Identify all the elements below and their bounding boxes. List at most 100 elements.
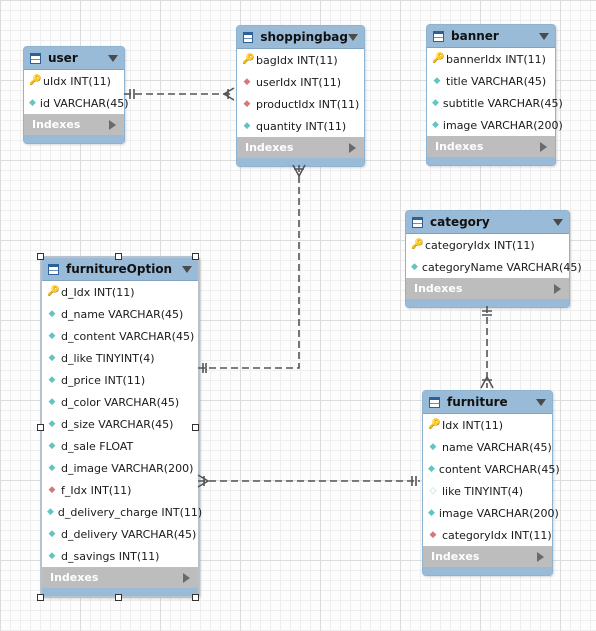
resize-handle[interactable]: [192, 253, 199, 260]
indexes-section[interactable]: Indexes: [24, 114, 124, 135]
table-shoppingbag[interactable]: shoppingbag🔑bagIdx INT(11)◆userIdx INT(1…: [236, 25, 365, 167]
expand-arrow-icon[interactable]: [183, 572, 190, 583]
column-row[interactable]: ◆subtitle VARCHAR(45): [427, 92, 563, 114]
indexes-section[interactable]: Indexes: [427, 136, 555, 157]
resize-handle[interactable]: [192, 594, 199, 601]
column-row[interactable]: ◆d_name VARCHAR(45): [42, 303, 198, 325]
column-row[interactable]: ◆d_color VARCHAR(45): [42, 391, 198, 413]
resize-handle[interactable]: [37, 253, 44, 260]
table-header[interactable]: furnitureOption: [42, 258, 198, 281]
column-label: d_content VARCHAR(45): [61, 329, 195, 343]
expand-arrow-icon[interactable]: [349, 142, 356, 153]
expand-arrow-icon[interactable]: [554, 283, 561, 294]
resize-handle[interactable]: [37, 594, 44, 601]
table-title: furnitureOption: [66, 262, 173, 276]
table-title: category: [430, 215, 490, 229]
indexes-section[interactable]: Indexes: [423, 546, 552, 567]
resize-handle[interactable]: [115, 594, 122, 601]
column-label: quantity INT(11): [256, 119, 347, 133]
column-label: name VARCHAR(45): [442, 440, 552, 454]
column-row[interactable]: ◆image VARCHAR(200): [423, 502, 559, 524]
column-label: d_Idx INT(11): [61, 285, 135, 299]
column-row[interactable]: ◆categoryName VARCHAR(45): [406, 256, 582, 278]
column-row[interactable]: ◆d_sale FLOAT: [42, 435, 198, 457]
expand-arrow-icon[interactable]: [109, 119, 116, 130]
column-icon: ◆: [48, 353, 56, 363]
column-row[interactable]: ◆f_Idx INT(11): [42, 479, 198, 501]
collapse-arrow-icon[interactable]: [553, 218, 563, 226]
column-icon: ◆: [48, 529, 56, 539]
table-header[interactable]: banner: [427, 25, 555, 48]
primary-key-icon: 🔑: [242, 54, 255, 65]
indexes-section[interactable]: Indexes: [42, 567, 198, 588]
collapse-arrow-icon[interactable]: [108, 54, 118, 62]
column-row[interactable]: ◆d_image VARCHAR(200): [42, 457, 198, 479]
primary-key-icon: 🔑: [432, 53, 445, 64]
indexes-section[interactable]: Indexes: [237, 137, 364, 158]
indexes-section[interactable]: Indexes: [406, 278, 569, 299]
expand-arrow-icon[interactable]: [540, 141, 547, 152]
primary-key-icon: 🔑: [411, 239, 424, 250]
collapse-arrow-icon[interactable]: [348, 33, 358, 41]
column-row[interactable]: 🔑Idx INT(11): [423, 414, 552, 436]
resize-handle[interactable]: [37, 424, 44, 431]
foreign-key-icon: ◆: [429, 530, 437, 540]
column-label: title VARCHAR(45): [446, 74, 547, 88]
table-furniture[interactable]: furniture🔑Idx INT(11)◆name VARCHAR(45)◆c…: [422, 390, 560, 576]
table-icon: [429, 396, 440, 408]
table-user[interactable]: user 🔑uIdx INT(11)◆id VARCHAR(45)Indexes: [23, 46, 129, 144]
primary-key-icon: 🔑: [47, 286, 60, 297]
column-row[interactable]: ◆d_size VARCHAR(45): [42, 413, 198, 435]
table-header[interactable]: shoppingbag: [237, 26, 364, 49]
column-row[interactable]: ◆productIdx INT(11): [237, 93, 364, 115]
column-label: bagIdx INT(11): [256, 53, 338, 67]
column-icon: ◆: [243, 121, 251, 131]
column-label: d_sale FLOAT: [61, 439, 134, 453]
column-label: userIdx INT(11): [256, 75, 341, 89]
column-row[interactable]: ◇like TINYINT(4): [423, 480, 552, 502]
column-label: image VARCHAR(200): [442, 118, 563, 132]
column-row[interactable]: ◆content VARCHAR(45): [423, 458, 560, 480]
collapse-arrow-icon[interactable]: [539, 32, 549, 40]
column-row[interactable]: ◆ d_content VARCHAR(45): [42, 325, 198, 347]
expand-arrow-icon[interactable]: [537, 551, 544, 562]
column-row[interactable]: ◆ title VARCHAR(45): [427, 70, 555, 92]
column-row[interactable]: 🔑d_Idx INT(11): [42, 281, 198, 303]
column-row[interactable]: ◆d_delivery_charge INT(11): [42, 501, 202, 523]
column-label: d_size VARCHAR(45): [61, 417, 174, 431]
column-row[interactable]: ◆ quantity INT(11): [237, 115, 364, 137]
column-row[interactable]: ◆categoryIdx INT(11): [423, 524, 552, 546]
table-furnitureOption[interactable]: furnitureOption🔑d_Idx INT(11)◆d_name VAR…: [40, 256, 202, 598]
column-row[interactable]: ◆id VARCHAR(45): [24, 92, 129, 114]
column-icon: ◆: [432, 98, 439, 108]
collapse-arrow-icon[interactable]: [182, 265, 192, 273]
column-row[interactable]: ◆image VARCHAR(200): [427, 114, 563, 136]
table-category[interactable]: category 🔑categoryIdx INT(11)◆categoryNam…: [405, 210, 582, 308]
column-icon: ◆: [48, 331, 56, 341]
column-row[interactable]: ◆name VARCHAR(45): [423, 436, 552, 458]
collapse-arrow-icon[interactable]: [536, 398, 546, 406]
table-title: user: [48, 51, 78, 65]
column-row[interactable]: ◆userIdx INT(11): [237, 71, 364, 93]
column-label: uIdx INT(11): [43, 74, 111, 88]
column-label: f_Idx INT(11): [61, 483, 132, 497]
column-row[interactable]: 🔑categoryIdx INT(11): [406, 234, 569, 256]
resize-handle[interactable]: [192, 424, 199, 431]
table-banner[interactable]: banner🔑bannerIdx INT(11) ◆ title VARCHAR(4…: [426, 24, 563, 166]
table-header[interactable]: furniture: [423, 391, 552, 414]
column-row[interactable]: 🔑uIdx INT(11): [24, 70, 124, 92]
table-header[interactable]: category: [406, 211, 569, 234]
resize-handle[interactable]: [115, 253, 122, 260]
column-row[interactable]: ◆d_delivery VARCHAR(45): [42, 523, 198, 545]
column-row[interactable]: ◆d_like TINYINT(4): [42, 347, 198, 369]
table-footer: [42, 588, 198, 596]
column-icon: ◆: [433, 76, 441, 86]
column-label: d_savings INT(11): [61, 549, 160, 563]
column-row[interactable]: ◆d_savings INT(11): [42, 545, 198, 567]
table-header[interactable]: user: [24, 47, 124, 70]
indexes-label: Indexes: [50, 571, 99, 584]
column-row[interactable]: 🔑bagIdx INT(11): [237, 49, 364, 71]
column-row[interactable]: 🔑bannerIdx INT(11): [427, 48, 555, 70]
column-row[interactable]: ◆d_price INT(11): [42, 369, 198, 391]
